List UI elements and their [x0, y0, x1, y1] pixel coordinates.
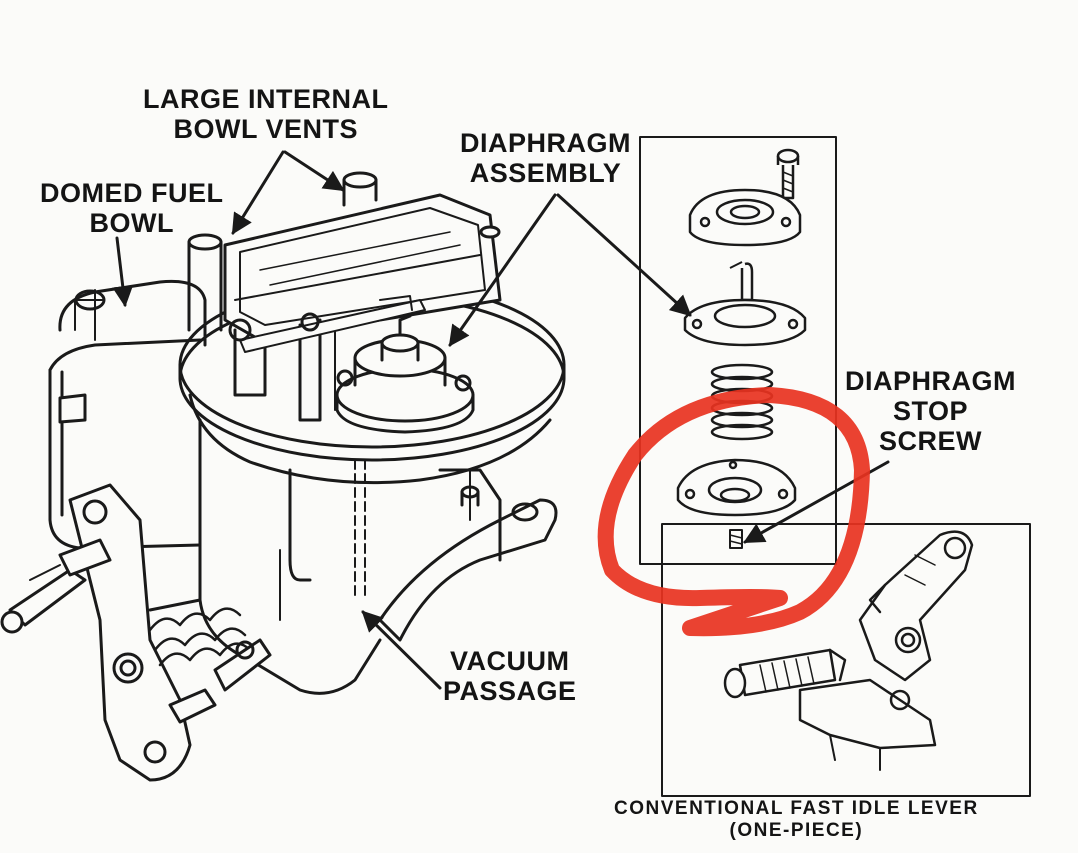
label-diaphragm-assembly-line1: DIAPHRAGM	[460, 128, 631, 158]
label-bowl-vents-line1: LARGE INTERNAL	[143, 84, 389, 114]
label-stop-screw-line2: STOP	[892, 396, 969, 427]
label-domed-fuel-bowl: DOMED FUEL BOWL	[40, 178, 224, 238]
label-fast-idle-lever: CONVENTIONAL FAST IDLE LEVER (ONE-PIECE)	[614, 798, 979, 842]
label-vacuum-passage-line1: VACUUM	[450, 646, 570, 676]
label-diaphragm-assembly: DIAPHRAGM ASSEMBLY	[460, 128, 631, 188]
label-domed-fuel-bowl-line2: BOWL	[89, 208, 174, 239]
leader-arrows	[112, 150, 890, 690]
label-stop-screw-line3: SCREW	[879, 426, 982, 457]
label-diaphragm-assembly-line2: ASSEMBLY	[469, 158, 622, 189]
label-fast-idle-line1: CONVENTIONAL FAST IDLE LEVER	[614, 798, 979, 819]
label-diaphragm-stop-screw: DIAPHRAGM STOP SCREW	[845, 366, 1016, 457]
label-vacuum-passage-line2: PASSAGE	[443, 676, 577, 707]
exploded-diaphragm-view	[639, 136, 837, 565]
label-bowl-vents-line2: BOWL VENTS	[173, 114, 358, 145]
label-fast-idle-line2: (ONE-PIECE)	[729, 819, 864, 841]
fast-idle-lever-inset	[661, 523, 1031, 797]
highlight-circle	[597, 387, 870, 637]
label-bowl-vents: LARGE INTERNAL BOWL VENTS	[143, 84, 389, 144]
label-stop-screw-line1: DIAPHRAGM	[845, 366, 1016, 396]
throttle-linkage	[0, 483, 272, 782]
label-domed-fuel-bowl-line1: DOMED FUEL	[40, 178, 224, 208]
label-vacuum-passage: VACUUM PASSAGE	[443, 646, 577, 706]
